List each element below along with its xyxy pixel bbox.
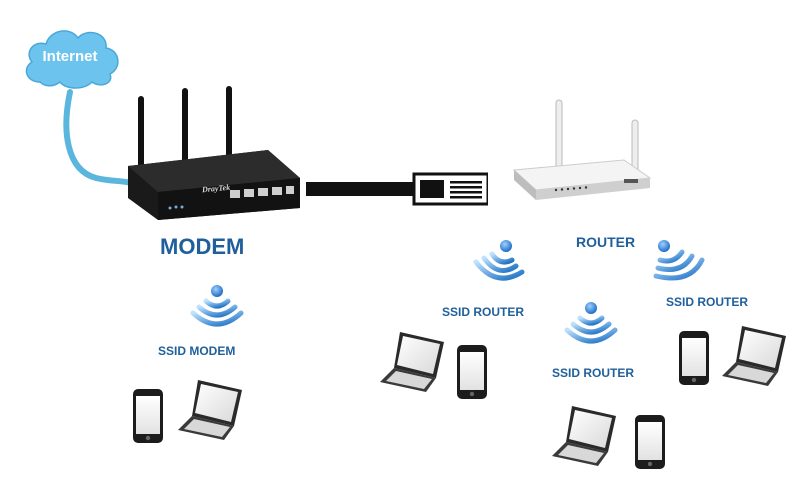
internet-cable xyxy=(63,89,137,187)
smartphone-icon xyxy=(457,345,487,399)
router-label: ROUTER xyxy=(576,234,636,250)
ethernet-cable xyxy=(306,172,488,206)
phone-router-right xyxy=(678,330,710,386)
internet-cloud: Internet xyxy=(20,22,124,94)
wifi-signal-icon xyxy=(564,302,618,344)
smartphone-icon xyxy=(679,331,709,385)
wifi-signal-router-right xyxy=(652,238,706,286)
laptop-icon xyxy=(380,332,444,392)
modem-device: DrayTek xyxy=(118,80,308,225)
cloud-icon xyxy=(25,30,119,89)
laptop-router-left xyxy=(378,330,448,394)
modem-label: MODEM xyxy=(160,234,245,259)
laptop-icon xyxy=(722,326,786,386)
laptop-router-center xyxy=(550,404,620,468)
smartphone-icon xyxy=(635,415,665,469)
wifi-signal-router-left xyxy=(472,238,526,286)
modem-icon xyxy=(128,86,300,220)
smartphone-icon xyxy=(133,389,163,443)
router-device xyxy=(506,98,656,202)
laptop-modem xyxy=(176,378,246,442)
laptop-icon xyxy=(178,380,242,440)
wifi-signal-modem xyxy=(190,283,244,331)
phone-router-left xyxy=(456,344,488,400)
ssid-modem-label: SSID MODEM xyxy=(158,344,236,358)
internet-label: Internet xyxy=(42,48,98,65)
router-icon xyxy=(512,99,652,200)
laptop-router-right xyxy=(720,324,790,388)
laptop-icon xyxy=(552,406,616,466)
phone-modem xyxy=(132,388,164,444)
wifi-signal-icon xyxy=(473,240,525,281)
ssid-router-label-center: SSID ROUTER xyxy=(552,366,635,380)
ssid-router-label-right: SSID ROUTER xyxy=(666,295,749,309)
wifi-signal-icon xyxy=(190,285,244,327)
phone-router-center xyxy=(634,414,666,470)
wifi-signal-icon xyxy=(653,240,705,281)
ethernet-cable-icon xyxy=(306,172,488,206)
ssid-router-label-left: SSID ROUTER xyxy=(442,305,525,319)
wifi-signal-router-center xyxy=(564,300,618,348)
